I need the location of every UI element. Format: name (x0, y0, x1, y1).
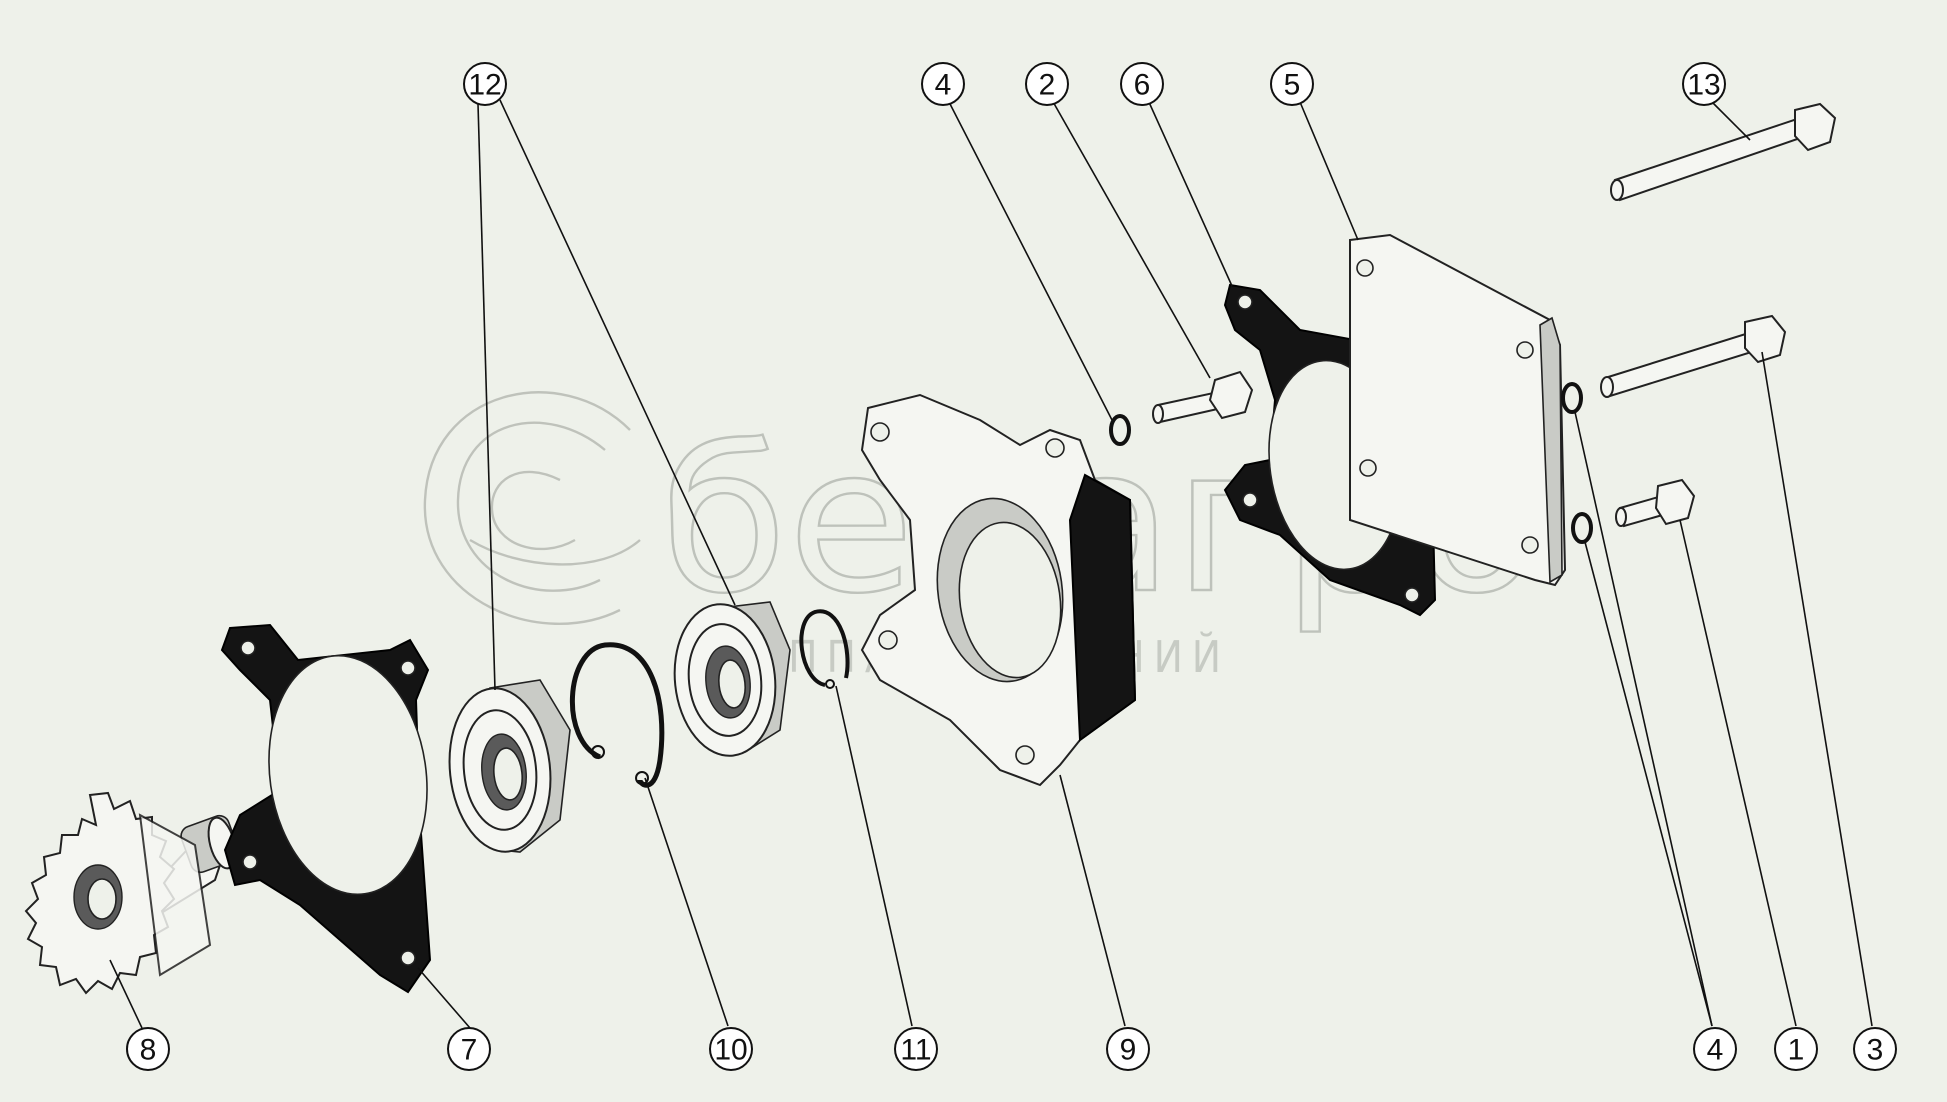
callout-11-label: 11 (900, 1034, 931, 1067)
callout-1-label: 1 (1788, 1034, 1805, 1067)
callout-10-label: 10 (714, 1034, 747, 1067)
leader-4bot-b (1584, 541, 1713, 1027)
callout-3: 3 (1853, 1027, 1897, 1071)
watermark-logo-icon (423, 391, 641, 625)
callout-6-label: 6 (1134, 69, 1151, 102)
callout-1: 1 (1774, 1027, 1818, 1071)
callout-12: 12 (463, 62, 507, 106)
callout-13-label: 13 (1687, 69, 1720, 102)
leader-lines (109, 99, 1873, 1029)
leader-12a (477, 103, 496, 691)
callout-4-top: 4 (921, 62, 965, 106)
bolt-part-1 (1615, 478, 1696, 528)
callout-8-label: 8 (140, 1034, 157, 1067)
leader-1 (1679, 519, 1797, 1027)
callout-12-label: 12 (468, 69, 501, 102)
callout-4-top-label: 4 (935, 69, 952, 102)
callout-9-label: 9 (1120, 1034, 1137, 1067)
leader-13 (1711, 101, 1751, 141)
bolt-part-2 (1152, 370, 1254, 424)
leader-7 (417, 967, 471, 1029)
callout-7: 7 (447, 1027, 491, 1071)
leader-4top (947, 99, 1113, 421)
callout-8: 8 (126, 1027, 170, 1071)
leader-4bot-a (1574, 411, 1713, 1027)
bearing-part-12-right (673, 601, 791, 757)
callout-3-label: 3 (1867, 1034, 1884, 1067)
leader-5 (1299, 101, 1359, 241)
bolt-part-3 (1600, 314, 1787, 398)
callout-4-bottom: 4 (1693, 1027, 1737, 1071)
callout-5: 5 (1270, 62, 1314, 106)
leader-9 (1059, 774, 1126, 1027)
callout-2: 2 (1025, 62, 1069, 106)
callout-10: 10 (709, 1027, 753, 1071)
leader-3 (1761, 351, 1873, 1027)
callout-6: 6 (1120, 62, 1164, 106)
callout-2-label: 2 (1039, 69, 1056, 102)
gear-part-8 (24, 791, 240, 995)
washer-part-4-right-lower (1571, 512, 1593, 544)
leader-8 (109, 959, 143, 1029)
callout-5-label: 5 (1284, 69, 1301, 102)
callout-9: 9 (1106, 1027, 1150, 1071)
cover-plate-part-5 (1349, 233, 1567, 587)
callout-7-label: 7 (461, 1034, 478, 1067)
leader-10 (644, 777, 729, 1027)
washer-part-4-right-upper (1561, 382, 1583, 414)
washer-part-4-top (1109, 414, 1131, 446)
bolt-part-13 (1610, 102, 1837, 202)
leader-11 (835, 685, 913, 1027)
snap-ring-part-11 (799, 609, 850, 689)
leader-2 (1051, 99, 1211, 379)
callout-4-bottom-label: 4 (1707, 1034, 1724, 1067)
leader-12b (499, 99, 736, 606)
housing-part-9 (860, 393, 1137, 787)
circlip-part-10 (570, 642, 665, 788)
leader-6 (1147, 99, 1233, 287)
gasket-part-7 (220, 623, 432, 994)
callout-11: 11 (894, 1027, 938, 1071)
callout-13: 13 (1682, 62, 1726, 106)
bearing-part-12-left (448, 679, 571, 853)
